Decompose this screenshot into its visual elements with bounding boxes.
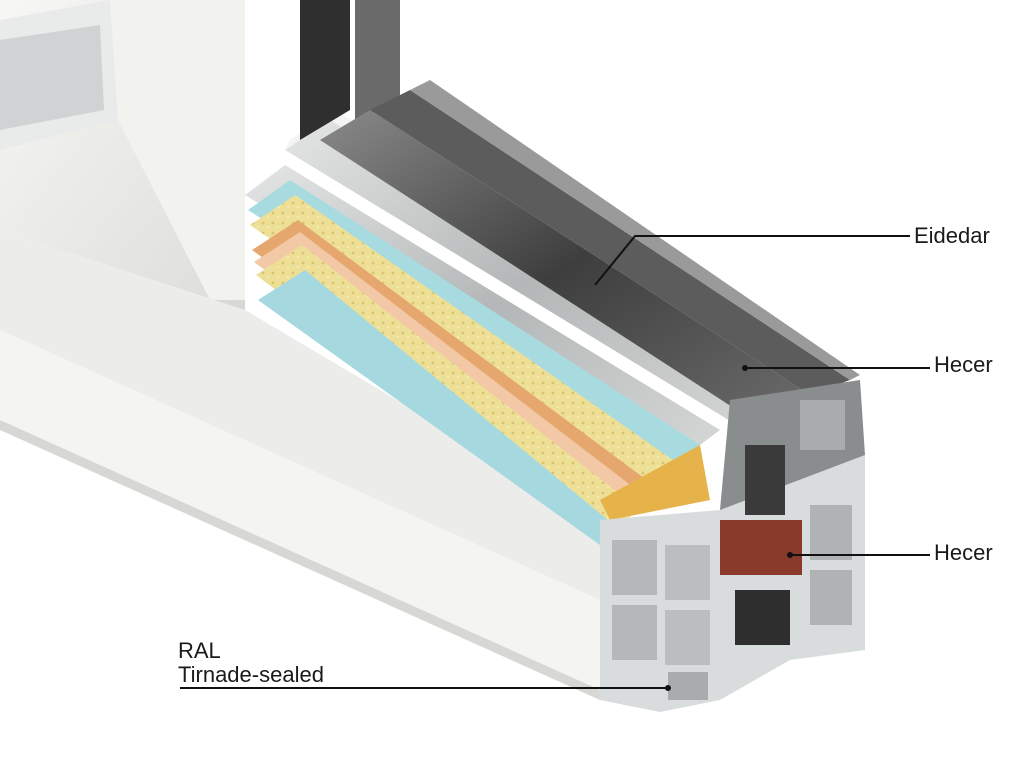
dark-glazing-profile — [300, 0, 860, 425]
callout-label-hecer-lower: Hecer — [934, 540, 993, 565]
callout-lines — [180, 235, 930, 689]
callout-label-sealed: Tirnade-sealed — [178, 662, 324, 687]
callout-dots — [665, 365, 793, 691]
callout-label-hecer-upper: Hecer — [934, 352, 993, 377]
window-frame — [0, 0, 245, 320]
sill-track — [0, 230, 600, 700]
callout-line-eidedar — [594, 235, 910, 286]
insulated-frame-layers — [245, 165, 720, 545]
callout-label-eidedar: Eidedar — [914, 223, 990, 248]
callout-label-ral: RAL — [178, 638, 221, 663]
profile-cross-section-face — [600, 380, 865, 712]
